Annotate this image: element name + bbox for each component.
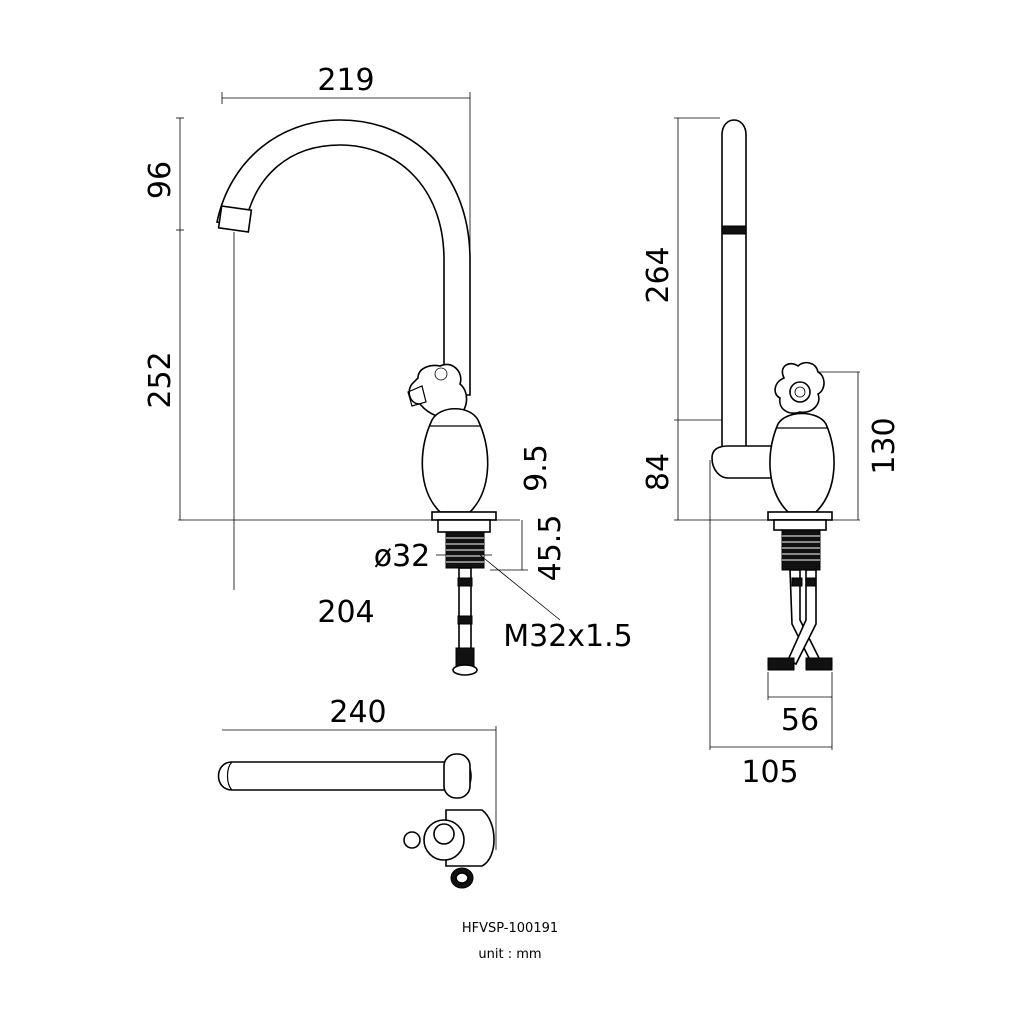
side-view	[674, 117, 860, 750]
dim-front-width: 219	[317, 63, 374, 98]
dim-spout-drop: 96	[143, 161, 178, 199]
front-aerator	[217, 205, 253, 233]
front-handle	[408, 363, 468, 419]
dim-top-length: 240	[329, 695, 386, 730]
top-spout-head	[443, 753, 471, 799]
dim-shank-length: 45.5	[533, 515, 568, 582]
side-shank-thread	[781, 529, 821, 571]
front-body	[421, 407, 489, 513]
dim-side-height-lower: 84	[641, 453, 676, 491]
unit-label: unit : mm	[478, 947, 541, 962]
top-view	[217, 726, 497, 889]
front-view	[176, 92, 561, 676]
side-spout-base	[711, 445, 773, 479]
top-spout	[217, 761, 472, 791]
dim-base-height: 9.5	[519, 444, 554, 492]
dim-reach: 204	[317, 595, 374, 630]
dim-hose-spacing: 56	[781, 703, 819, 738]
front-base	[431, 511, 497, 521]
model-number: HFVSP-100191	[462, 921, 558, 936]
side-aerator	[721, 225, 747, 235]
dim-shank-diameter: ø32	[374, 539, 431, 574]
dim-handle-height: 130	[867, 417, 902, 474]
side-spout	[721, 119, 747, 451]
dim-side-height-upper: 264	[641, 246, 676, 303]
dim-side-depth: 105	[741, 755, 798, 790]
dim-thread: M32x1.5	[503, 619, 633, 654]
dim-outlet-height: 252	[143, 351, 178, 408]
front-spout	[216, 119, 471, 396]
side-body	[769, 412, 835, 513]
